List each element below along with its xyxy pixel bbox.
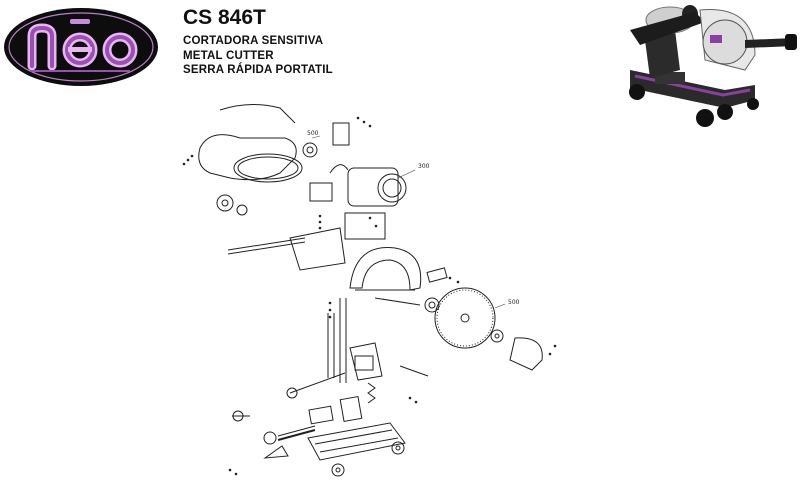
label-motor: 300 — [418, 163, 430, 170]
wheel-guard — [349, 247, 422, 291]
label-belt-cover: 500 — [307, 130, 319, 137]
motor — [347, 167, 399, 207]
brand-logo — [4, 8, 158, 86]
drive-belt — [233, 153, 303, 183]
exploded-parts-diagram: 500 300 500 — [182, 104, 557, 477]
belt-cover — [198, 134, 297, 181]
cutting-disc — [434, 287, 496, 349]
product-header: CS 846T CORTADORA SENSITIVA METAL CUTTER… — [183, 6, 483, 78]
title-portuguese: CORTADORA SENSITIVA — [183, 35, 324, 47]
product-photo — [629, 5, 797, 127]
title-portuguese-alt: SERRA RÁPIDA PORTATIL — [183, 64, 333, 76]
label-disc: 500 — [508, 299, 520, 306]
base-plate — [307, 422, 406, 461]
model-number: CS 846T — [183, 6, 266, 29]
title-english: METAL CUTTER — [183, 49, 274, 62]
